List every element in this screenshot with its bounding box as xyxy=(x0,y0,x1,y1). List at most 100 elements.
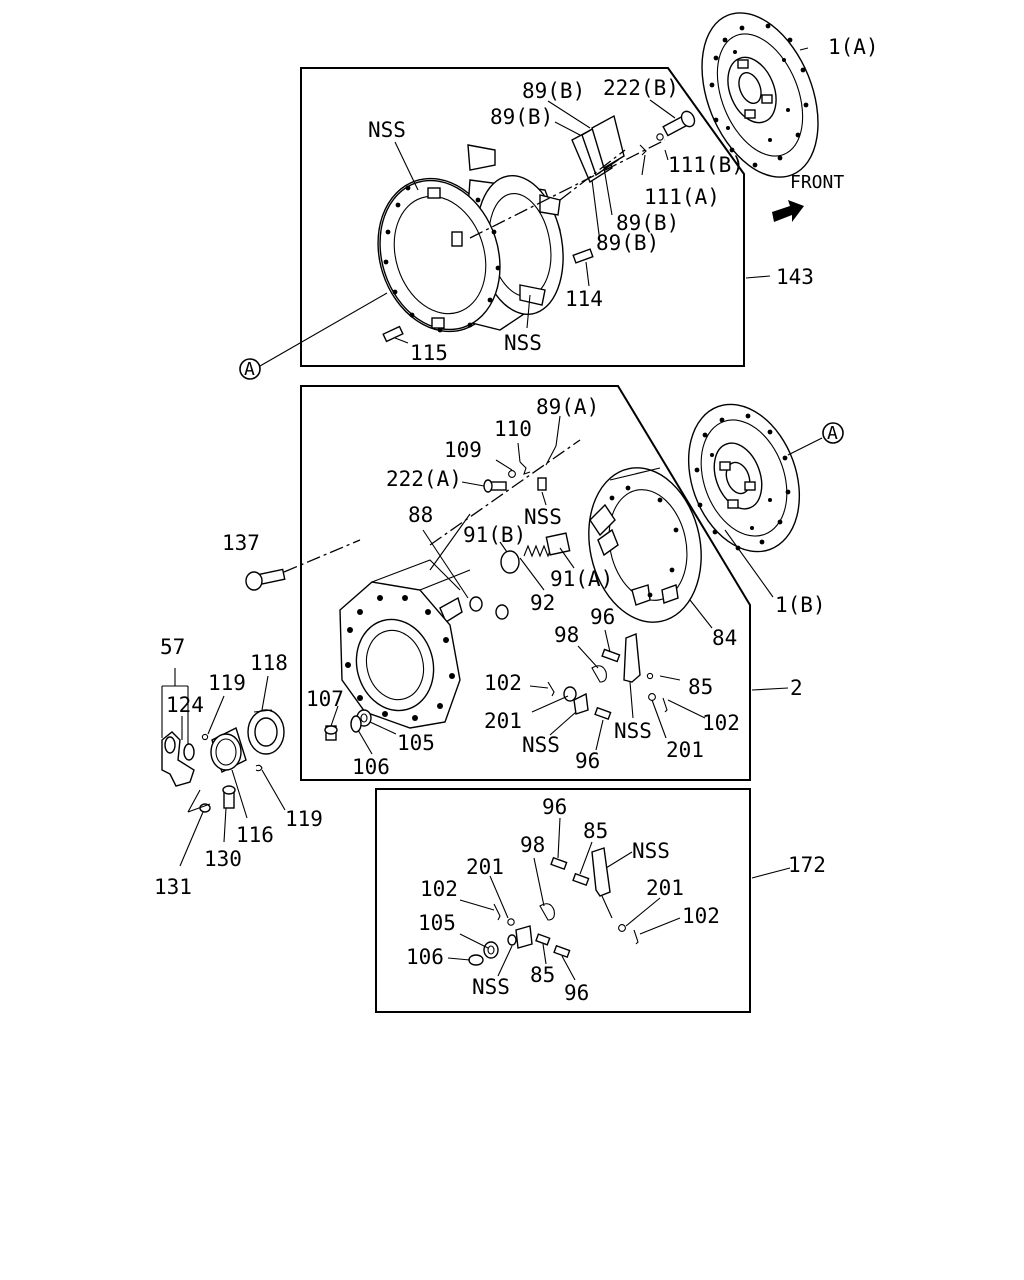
label-1b: 1(B) xyxy=(775,593,826,617)
leaders-top xyxy=(259,47,809,367)
label-201-m2: 201 xyxy=(666,738,704,762)
label-nss-top2: NSS xyxy=(504,331,542,355)
label-119-2: 119 xyxy=(285,807,323,831)
label-102-b2: 102 xyxy=(682,904,720,928)
washer-109 xyxy=(508,470,516,478)
label-89b-4: 89(B) xyxy=(596,231,659,255)
label-88: 88 xyxy=(408,503,433,527)
label-110: 110 xyxy=(494,417,532,441)
label-89b-3: 89(B) xyxy=(616,211,679,235)
bearing-sleeve-116 xyxy=(210,727,247,773)
label-nss-mid1: NSS xyxy=(524,505,562,529)
release-fork-57 xyxy=(161,668,195,787)
label-92: 92 xyxy=(530,591,555,615)
label-89a: 89(A) xyxy=(536,395,599,419)
bolt-222b xyxy=(662,110,696,137)
label-109: 109 xyxy=(444,438,482,462)
label-222a: 222(A) xyxy=(386,467,462,491)
label-2: 2 xyxy=(790,676,803,700)
label-107: 107 xyxy=(306,687,344,711)
label-143: 143 xyxy=(776,265,814,289)
label-102-m2: 102 xyxy=(702,711,740,735)
label-98-b: 98 xyxy=(520,833,545,857)
bolt-107 xyxy=(324,725,338,741)
box-2 xyxy=(300,385,751,781)
clutch-disc-1b xyxy=(687,403,801,553)
label-105-m: 105 xyxy=(397,731,435,755)
axis-line-top-2 xyxy=(559,149,626,201)
bracket-88 xyxy=(439,596,509,624)
label-201-b2: 201 xyxy=(646,876,684,900)
label-222b: 222(B) xyxy=(603,76,679,100)
pin-89a xyxy=(545,445,557,466)
label-89b-2: 89(B) xyxy=(490,105,553,129)
label-a-top: A xyxy=(244,359,255,380)
front-arrow-icon xyxy=(772,200,804,222)
bolt-130 xyxy=(222,785,236,809)
box-143 xyxy=(300,67,745,367)
label-102-m1: 102 xyxy=(484,671,522,695)
leaders-middle xyxy=(330,415,823,755)
label-91b: 91(B) xyxy=(463,523,526,547)
label-front: FRONT xyxy=(790,172,844,193)
label-201-m1: 201 xyxy=(484,709,522,733)
label-nss-m3: NSS xyxy=(614,719,652,743)
clip-119b xyxy=(255,764,263,772)
flywheel-housing-ring xyxy=(377,144,564,333)
label-131: 131 xyxy=(154,875,192,899)
axis-line-top xyxy=(469,139,666,239)
label-115: 115 xyxy=(410,341,448,365)
leaders-left xyxy=(179,675,286,867)
pin-115 xyxy=(382,325,404,343)
label-119-1: 119 xyxy=(208,671,246,695)
label-106-m: 106 xyxy=(352,755,390,779)
label-85-b1: 85 xyxy=(583,819,608,843)
label-102-b1: 102 xyxy=(420,877,458,901)
clip-119a xyxy=(201,733,209,741)
pin-nss-mid xyxy=(537,477,547,491)
label-nss-b1: NSS xyxy=(632,839,670,863)
label-98-m: 98 xyxy=(554,623,579,647)
label-96-b2: 96 xyxy=(564,981,589,1005)
label-118: 118 xyxy=(250,651,288,675)
ref-marker-a-top xyxy=(239,358,261,380)
label-89b-1: 89(B) xyxy=(522,79,585,103)
label-130: 130 xyxy=(204,847,242,871)
label-nss-b2: NSS xyxy=(472,975,510,999)
label-201-b1: 201 xyxy=(466,855,504,879)
label-96-m2: 96 xyxy=(575,749,600,773)
label-a-mid: A xyxy=(827,423,838,444)
pin-111a xyxy=(639,144,647,156)
label-114: 114 xyxy=(565,287,603,311)
label-1a: 1(A) xyxy=(828,35,879,59)
release-lever-middle xyxy=(547,633,668,721)
release-bearing-118 xyxy=(247,709,285,755)
box-172 xyxy=(375,788,751,1013)
label-nss-m2: NSS xyxy=(522,733,560,757)
clutch-cover xyxy=(339,559,471,729)
washer-131 xyxy=(199,803,211,813)
bolt-137 xyxy=(245,568,286,591)
label-116: 116 xyxy=(236,823,274,847)
label-85-b2: 85 xyxy=(530,963,555,987)
pressure-plate-84 xyxy=(588,467,702,623)
label-96-b1: 96 xyxy=(542,795,567,819)
bolt-222a xyxy=(483,479,507,493)
label-106-b: 106 xyxy=(406,945,444,969)
label-111b: 111(B) xyxy=(668,153,744,177)
label-124: 124 xyxy=(166,693,204,717)
label-85-m: 85 xyxy=(688,675,713,699)
release-levers-89b xyxy=(571,114,625,184)
axis-line-137 xyxy=(283,539,361,573)
leaders-bottom xyxy=(447,817,791,981)
washer-111b xyxy=(656,133,664,141)
label-111a: 111(A) xyxy=(644,185,720,209)
label-57: 57 xyxy=(160,635,185,659)
label-84: 84 xyxy=(712,626,737,650)
spring-110 xyxy=(519,461,531,475)
release-lever-kit-172 xyxy=(468,847,639,966)
clutch-disc-1a xyxy=(701,12,819,178)
ref-marker-a-mid xyxy=(822,422,844,444)
spring-and-sleeve xyxy=(500,532,571,574)
